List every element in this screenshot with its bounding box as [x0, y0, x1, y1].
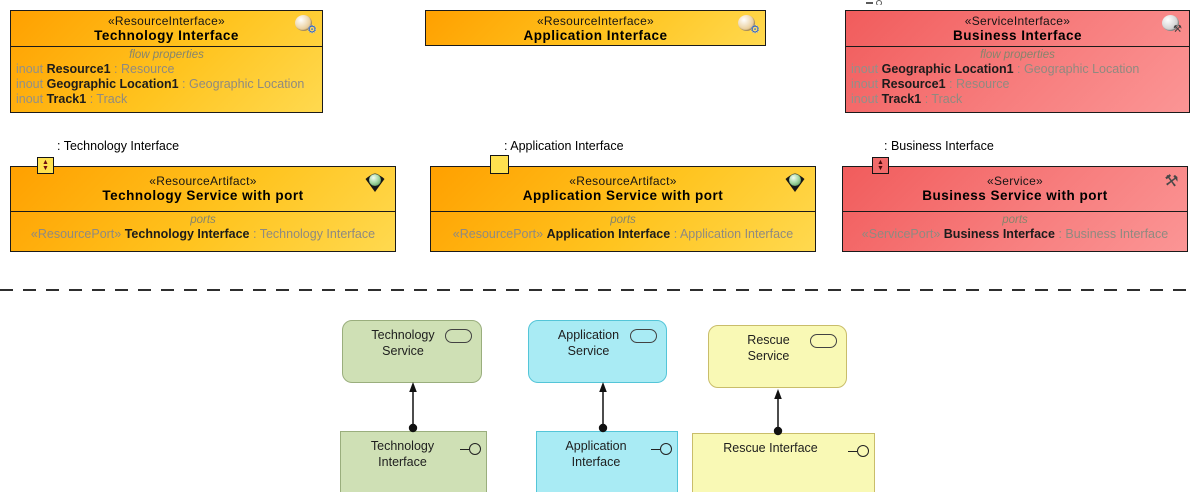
- compartment-label: flow properties: [980, 49, 1055, 61]
- block-name: Application Service with port: [522, 188, 724, 203]
- block-name: Technology Interface: [94, 28, 239, 43]
- archimate-technology-interface[interactable]: Technology Interface: [340, 431, 487, 492]
- archimate-application-interface[interactable]: Application Interface: [536, 431, 678, 492]
- archimate-technology-service[interactable]: Technology Service: [342, 320, 482, 383]
- ports-compartment: ports «ResourcePort» Technology Interfac…: [11, 212, 395, 242]
- compartment-label: ports: [1002, 214, 1028, 226]
- assignment-connector-rescue[interactable]: [771, 389, 785, 436]
- lollipop-interface-icon: [848, 445, 869, 457]
- stereotype-label: «ResourceInterface»: [107, 14, 226, 28]
- archimate-service-icon: [445, 329, 472, 343]
- block-name: Application Interface: [523, 28, 668, 43]
- service-label: Technology Service: [371, 328, 435, 358]
- crossed-tools-icon: ⚒: [1162, 172, 1180, 191]
- resource-artifact-technology-service[interactable]: «ResourceArtifact» Technology Service wi…: [10, 166, 396, 252]
- assignment-connector-application[interactable]: [596, 382, 610, 434]
- resource-artifact-icon: [784, 172, 806, 198]
- flow-property: inout Track1 : Track: [851, 92, 963, 106]
- port-entry: «ResourcePort» Technology Interface : Te…: [30, 227, 376, 241]
- dashed-separator-line: [0, 289, 1195, 291]
- resource-interface-icon: ⚙: [738, 15, 760, 36]
- block-name: Technology Service with port: [102, 188, 304, 203]
- service-label: Rescue Service: [747, 333, 790, 363]
- resource-interface-technology-block[interactable]: «ResourceInterface» Technology Interface…: [10, 10, 323, 113]
- service-label: Application Service: [557, 328, 620, 358]
- ports-compartment: ports «ServicePort» Business Interface :…: [843, 212, 1187, 242]
- archimate-service-icon: [810, 334, 837, 348]
- up-down-arrows-icon: ▼: [877, 164, 884, 172]
- port-entry: «ResourcePort» Application Interface : A…: [452, 227, 794, 241]
- stereotype-label: «ResourceArtifact»: [149, 174, 257, 188]
- archimate-rescue-service[interactable]: Rescue Service: [708, 325, 847, 388]
- interface-label: Application Interface: [565, 439, 627, 469]
- port-square-with-arrows-technology[interactable]: ▲ ▼: [37, 157, 54, 174]
- resource-artifact-application-service[interactable]: «ResourceArtifact» Application Service w…: [430, 166, 816, 252]
- flow-property: inout Resource1 : Resource: [851, 77, 1010, 91]
- port-label-application[interactable]: : Application Interface: [504, 139, 624, 153]
- service-interface-business-block[interactable]: «ServiceInterface» Business Interface ⚒ …: [845, 10, 1190, 113]
- flow-properties-compartment: flow properties inout Geographic Locatio…: [846, 47, 1189, 107]
- resource-artifact-icon: [364, 172, 386, 198]
- interface-label: Technology Interface: [370, 439, 435, 469]
- block-name: Business Service with port: [922, 188, 1108, 203]
- port-entry: «ServicePort» Business Interface : Busin…: [861, 227, 1169, 241]
- up-down-arrows-icon: ▼: [42, 164, 49, 172]
- stereotype-label: «ResourceInterface»: [536, 14, 655, 28]
- port-square-application[interactable]: [490, 155, 509, 174]
- block-name: Business Interface: [952, 28, 1083, 43]
- lollipop-interface-icon: [460, 443, 481, 455]
- lollipop-interface-icon: [651, 443, 672, 455]
- stereotype-label: «Service»: [986, 174, 1044, 188]
- flow-property: inout Geographic Location1 : Geographic …: [851, 62, 1140, 76]
- port-label-technology[interactable]: : Technology Interface: [57, 139, 180, 153]
- compartment-label: flow properties: [129, 49, 204, 61]
- resource-interface-icon: ⚙: [295, 15, 317, 36]
- resource-interface-application-block[interactable]: «ResourceInterface» Application Interfac…: [425, 10, 766, 46]
- port-square-with-arrows-business[interactable]: ▲ ▼: [872, 157, 889, 174]
- ports-compartment: ports «ResourcePort» Application Interfa…: [431, 212, 815, 242]
- port-label-business[interactable]: : Business Interface: [884, 139, 994, 153]
- flow-property: inout Track1 : Track: [16, 92, 128, 106]
- compartment-label: ports: [190, 214, 216, 226]
- compartment-label: ports: [610, 214, 636, 226]
- assignment-connector-technology[interactable]: [406, 382, 420, 434]
- flow-property: inout Resource1 : Resource: [16, 62, 175, 76]
- up-down-arrows-icon: ▲: [42, 159, 49, 166]
- archimate-application-service[interactable]: Application Service: [528, 320, 667, 383]
- archimate-service-icon: [630, 329, 657, 343]
- service-business-service[interactable]: «Service» Business Service with port ⚒ p…: [842, 166, 1188, 252]
- service-interface-icon: ⚒: [1162, 15, 1182, 35]
- stereotype-label: «ServiceInterface»: [964, 14, 1071, 28]
- clipped-label-fragment: [866, 0, 884, 5]
- flow-property: inout Geographic Location1 : Geographic …: [16, 77, 305, 91]
- interface-label: Rescue Interface: [723, 441, 818, 455]
- stereotype-label: «ResourceArtifact»: [569, 174, 677, 188]
- flow-properties-compartment: flow properties inout Resource1 : Resour…: [11, 47, 322, 107]
- up-down-arrows-icon: ▲: [877, 159, 884, 166]
- archimate-rescue-interface[interactable]: Rescue Interface: [692, 433, 875, 492]
